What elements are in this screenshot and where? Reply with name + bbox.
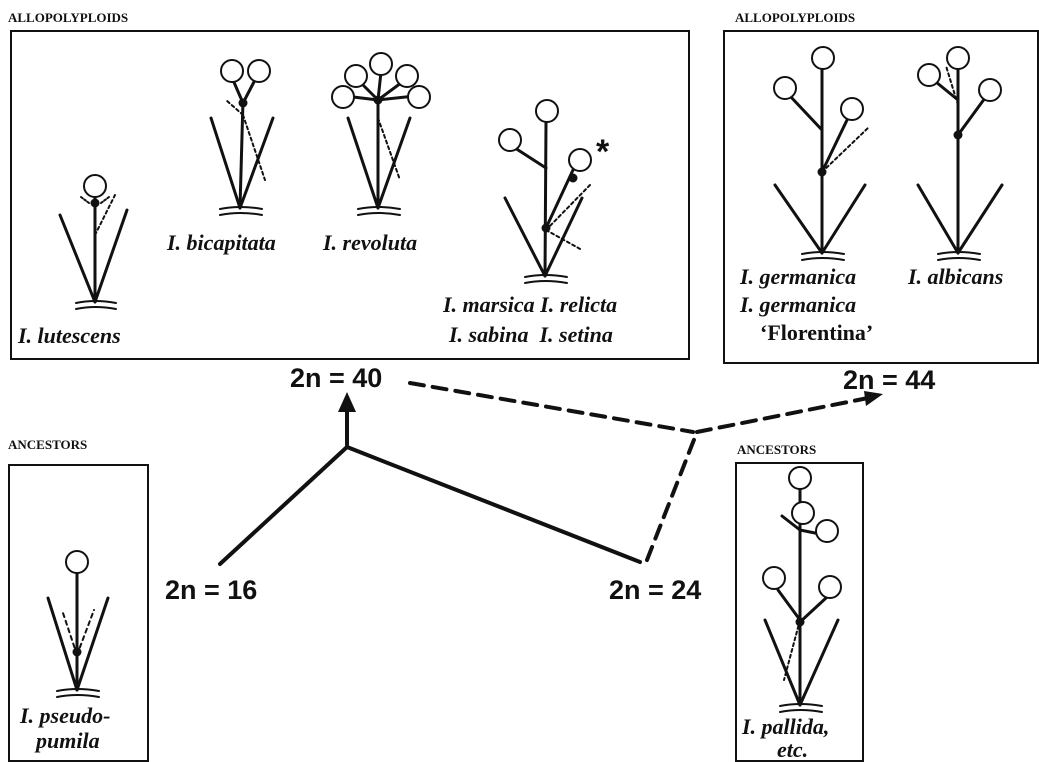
asterisk-mark: * bbox=[596, 133, 609, 172]
label-germanica-2: I. germanica bbox=[740, 292, 856, 317]
label-pallida: I. pallida, bbox=[742, 714, 829, 739]
label-pseudo: I. pseudo- bbox=[20, 703, 110, 728]
label-marsica-relicta: I. marsica I. relicta bbox=[443, 292, 617, 317]
label-germanica: I. germanica bbox=[740, 264, 856, 289]
label-pumila: pumila bbox=[36, 728, 100, 753]
label-etc: etc. bbox=[777, 737, 808, 762]
chromosome-2n-16: 2n = 16 bbox=[165, 575, 257, 606]
chromosome-2n-40: 2n = 40 bbox=[290, 363, 382, 394]
section-ancestors-right: ANCESTORS bbox=[737, 442, 816, 458]
section-allopolyploids-right: ALLOPOLYPLOIDS bbox=[735, 10, 855, 26]
section-ancestors-left: ANCESTORS bbox=[8, 437, 87, 453]
label-sabina-setina: I. sabina I. setina bbox=[449, 322, 613, 347]
label-revoluta: I. revoluta bbox=[323, 230, 417, 255]
chromosome-2n-44: 2n = 44 bbox=[843, 365, 935, 396]
label-lutescens: I. lutescens bbox=[18, 323, 121, 348]
label-florentina: ‘Florentina’ bbox=[760, 320, 873, 345]
chromosome-2n-24: 2n = 24 bbox=[609, 575, 701, 606]
label-albicans: I. albicans bbox=[908, 264, 1003, 289]
section-allopolyploids-left: ALLOPOLYPLOIDS bbox=[8, 10, 128, 26]
label-bicapitata: I. bicapitata bbox=[167, 230, 276, 255]
